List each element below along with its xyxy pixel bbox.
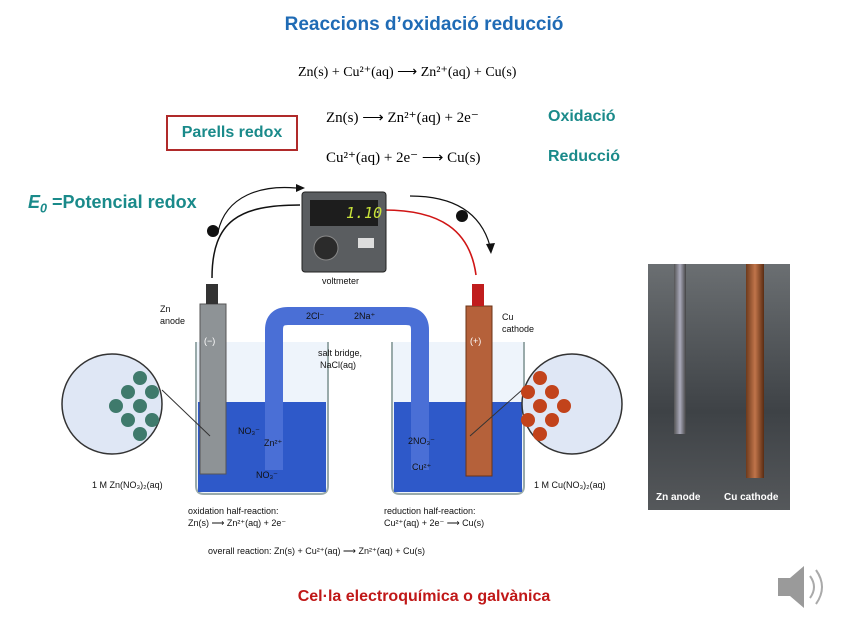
reduction-caption-equation: Cu²⁺(aq) + 2e⁻ ⟶ Cu(s) (384, 518, 484, 529)
voltmeter-label: voltmeter (322, 276, 359, 286)
left-ion-zn: Zn²⁺ (264, 438, 282, 449)
anode-sign: (−) (204, 336, 215, 346)
salt-bridge-label: salt bridge, (318, 348, 362, 358)
electron-arrow-right (410, 196, 490, 246)
cu-clip (472, 284, 484, 306)
left-ion-no3-bottom: NO₃⁻ (256, 470, 278, 481)
salt-bridge-ion-cl: 2Cl⁻ (306, 311, 324, 322)
zn-anode-photo-label: Zn anode (656, 492, 700, 503)
salt-bridge-solution: NaCl(aq) (320, 360, 356, 370)
cell-caption: Cel·la electroquímica o galvànica (0, 588, 848, 606)
cathode-sign: (+) (470, 336, 481, 346)
voltmeter-reading: 1.10 (346, 204, 382, 222)
voltmeter-knob (314, 236, 338, 260)
cu-label: Cu (502, 312, 514, 322)
zn-rod (674, 264, 686, 434)
electrodes-photo: Zn anode Cu cathode (648, 264, 790, 510)
right-ion-no3: 2NO₃⁻ (408, 436, 435, 447)
zn-clip (206, 284, 218, 304)
left-solution-label: 1 M Zn(NO₃)₂(aq) (92, 480, 163, 490)
right-solution-label: 1 M Cu(NO₃)₂(aq) (534, 480, 606, 490)
oxidation-caption-equation: Zn(s) ⟶ Zn²⁺(aq) + 2e⁻ (188, 518, 286, 529)
reduction-caption-title: reduction half-reaction: (384, 506, 476, 516)
cu-electrode (466, 306, 492, 476)
zn-label: Zn (160, 304, 171, 314)
left-ion-no3-top: NO₃⁻ (238, 426, 260, 437)
wire-left (212, 205, 300, 278)
right-ion-cu: Cu²⁺ (412, 462, 431, 473)
cu-cathode-photo-label: Cu cathode (724, 492, 778, 503)
oxidation-caption-title: oxidation half-reaction: (188, 506, 279, 516)
overall-caption: overall reaction: Zn(s) + Cu²⁺(aq) ⟶ Zn²… (208, 546, 425, 557)
anode-label: anode (160, 316, 185, 326)
cu-rod (746, 264, 764, 478)
zn-electrode (200, 304, 226, 474)
electron-right-icon (456, 210, 468, 222)
salt-bridge-ion-na: 2Na⁺ (354, 311, 375, 322)
voltmeter-switch (358, 238, 374, 248)
electron-left-icon (207, 225, 219, 237)
cathode-label: cathode (502, 324, 534, 334)
